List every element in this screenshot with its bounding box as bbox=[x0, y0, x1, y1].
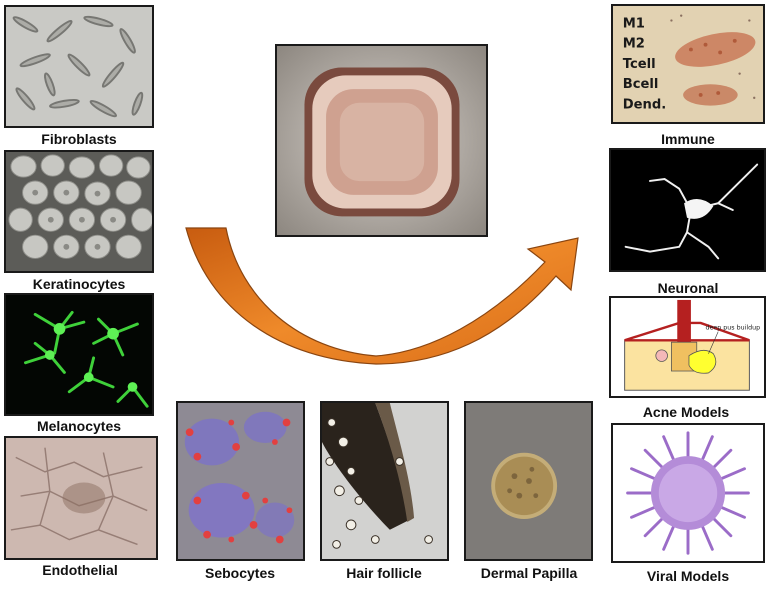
hair-follicle-label: Hair follicle bbox=[346, 565, 422, 581]
keratinocytes-label: Keratinocytes bbox=[32, 276, 126, 292]
endothelial-label: Endothelial bbox=[42, 562, 118, 578]
viral-models-label: Viral Models bbox=[646, 568, 730, 584]
sebocytes-image bbox=[176, 401, 305, 561]
acne-annotation: deep pus buildup bbox=[706, 325, 761, 332]
sebocytes-label: Sebocytes bbox=[204, 565, 276, 581]
immune-label: Immune bbox=[661, 131, 715, 147]
immune-cell-label-3: Tcell bbox=[623, 57, 656, 72]
fibroblasts-image bbox=[4, 5, 154, 128]
acne-model-image: deep pus buildup bbox=[609, 296, 766, 398]
immune-cell-label-2: M2 bbox=[623, 37, 645, 52]
immune-cell-label-4: Bcell bbox=[623, 77, 659, 92]
acne-models-label: Acne Models bbox=[642, 404, 730, 420]
keratinocytes-image bbox=[4, 150, 154, 273]
hair-follicle-image bbox=[320, 401, 449, 561]
endothelial-image bbox=[4, 436, 158, 560]
neuronal-label: Neuronal bbox=[657, 280, 719, 296]
viral-model-image bbox=[611, 423, 765, 563]
immune-cell-label-5: Dend. bbox=[623, 98, 667, 113]
skin-model-dish-image bbox=[275, 44, 488, 237]
dermal-papilla-label: Dermal Papilla bbox=[480, 565, 578, 581]
melanocytes-image bbox=[4, 293, 154, 416]
melanocytes-label: Melanocytes bbox=[36, 418, 122, 434]
immune-cell-label-1: M1 bbox=[623, 16, 645, 31]
immune-image: M1 M2 Tcell Bcell Dend. bbox=[611, 4, 765, 124]
neuronal-image bbox=[609, 148, 766, 272]
dermal-papilla-image bbox=[464, 401, 593, 561]
fibroblasts-label: Fibroblasts bbox=[41, 131, 117, 147]
